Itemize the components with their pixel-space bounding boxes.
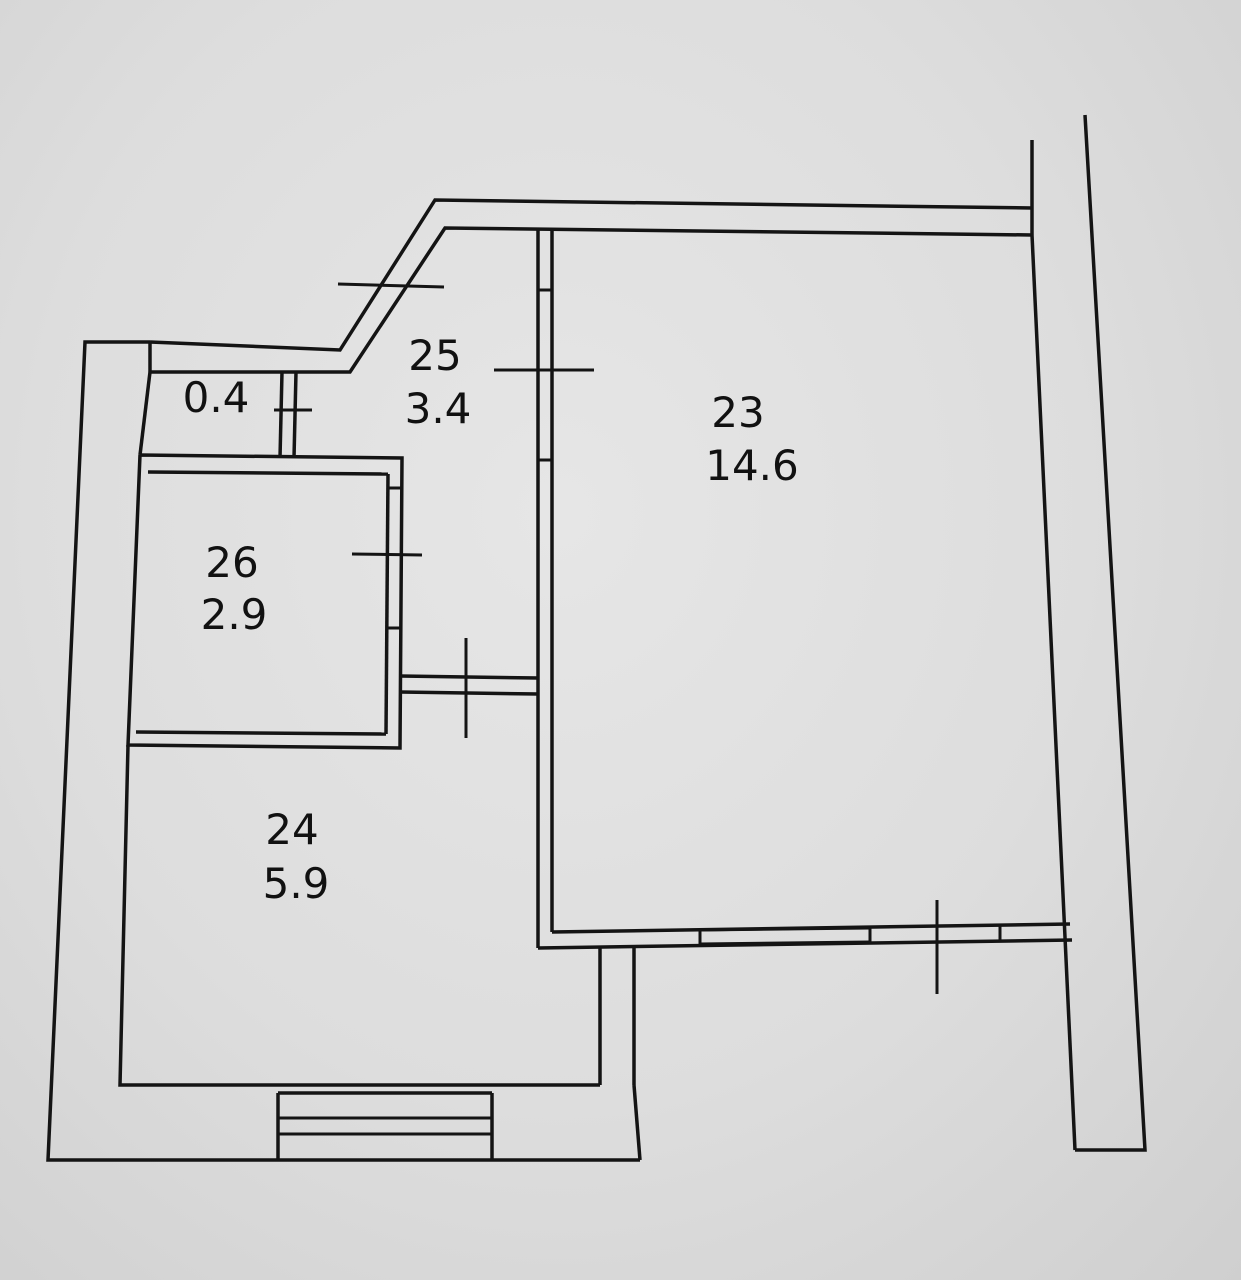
wall-room-23-left — [536, 228, 554, 948]
room-26-number: 26 — [205, 538, 258, 587]
room-24-label: 24 5.9 — [263, 805, 330, 908]
outer-wall-left — [46, 340, 640, 1162]
room-26-area: 2.9 — [201, 590, 268, 639]
room-23-label: 23 14.6 — [705, 388, 799, 490]
room-25-number: 25 — [408, 331, 461, 380]
room-24-number: 24 — [265, 805, 318, 854]
room-23-area: 14.6 — [705, 441, 799, 490]
outer-wall-right — [1030, 114, 1147, 1152]
room-25-label: 25 3.4 — [405, 331, 472, 433]
room-23-number: 23 — [711, 388, 764, 437]
closet-area: 0.4 — [183, 373, 250, 422]
bathroom-walls — [126, 453, 404, 750]
room-26-label: 26 2.9 — [201, 538, 268, 639]
door-ticks — [274, 282, 939, 994]
bottom-window — [276, 1091, 494, 1160]
inner-wall-left — [118, 371, 600, 1087]
balcony-partition — [598, 948, 642, 1161]
top-wall-slanted — [149, 140, 1034, 374]
partition-horizontal — [399, 674, 539, 696]
room-24-area: 5.9 — [263, 859, 330, 908]
closet-partition — [278, 371, 298, 459]
wall-room-23-bottom — [537, 922, 1073, 950]
closet-label: 0.4 — [183, 373, 250, 422]
room-25-area: 3.4 — [405, 384, 472, 433]
